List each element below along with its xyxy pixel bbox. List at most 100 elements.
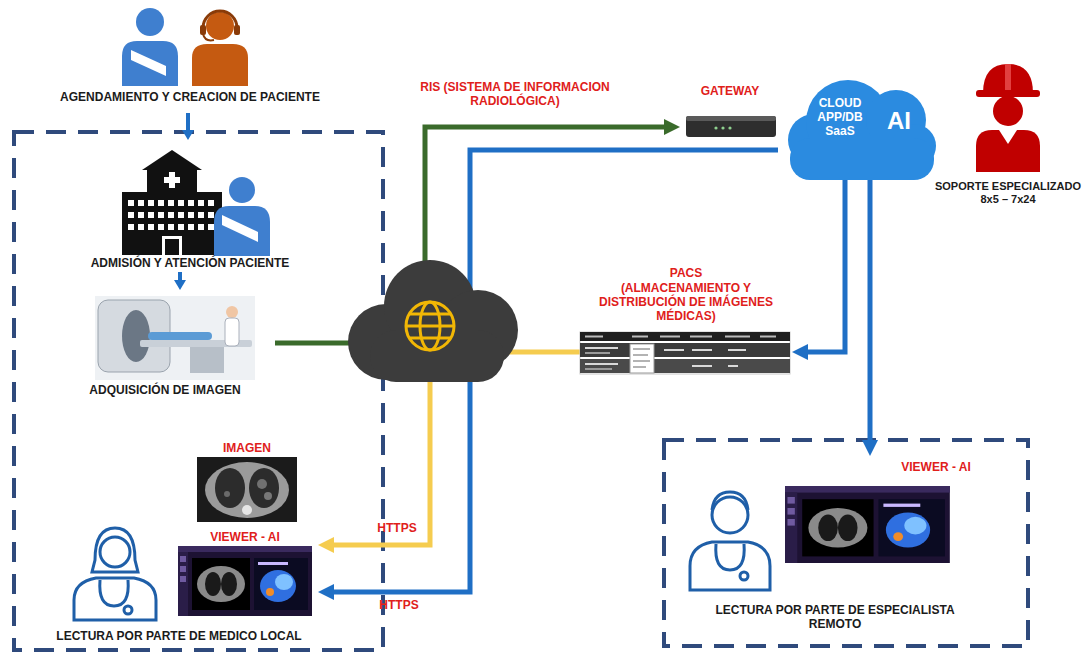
technician-head [226,306,238,318]
text-slot: IMAGEN [192,441,302,455]
patient-head [136,8,164,36]
dropdown-item [633,360,650,362]
worklist-cell [692,349,712,351]
worklist-cell [664,349,684,351]
cloud-shape [778,74,936,180]
dropdown-item [633,354,648,356]
headset [203,11,237,28]
node-text: (ALMACENAMIENTO Y DISTRIBUCIÓN DE IMÁGEN… [593,281,779,323]
stethoscope-head [124,606,132,614]
ct-lung [249,468,279,508]
hard-hat-ridge [1005,64,1011,90]
hospital-icon [122,150,222,255]
globe-parallel [410,337,450,340]
patient-body [122,41,178,86]
text-slot: ADQUISICIÓN DE IMAGEN [55,383,275,397]
stethoscope [716,544,744,570]
ct-body [205,462,289,518]
hospital-roof [142,150,202,170]
worklist-frame [580,332,790,374]
dropdown-item [633,366,646,368]
worklist-dropdown [630,344,654,373]
node-text: CLOUD APP/DB SaaS [808,96,872,138]
globe-equator [406,325,454,328]
support-worker-icon [976,64,1040,172]
worker-head [993,96,1023,126]
node-text: PACS [580,266,792,280]
worklist-cell [585,363,618,365]
viewer-screenshot [785,486,950,563]
doctor-head [712,497,748,533]
gateway-node: GATEWAY [680,82,780,140]
label-slot: HTTPS [374,521,420,535]
edge-label: HTTPS [376,598,422,612]
doctor-head [100,537,130,567]
node-text: AGENDAMIENTO Y CREACION DE PACIENTE [20,90,360,104]
globe-parallel [410,313,450,316]
ct-spot [224,491,230,497]
node-text: GATEWAY [680,84,780,98]
connector [186,113,190,130]
gateway-led [721,126,724,129]
cloud-base [790,138,934,180]
hard-hat-brim [976,90,1040,97]
worklist-cell [728,349,746,351]
ct-spot [257,479,267,489]
viewer-screenshot [178,546,312,616]
gateway-top [686,116,776,121]
gateway-led [714,126,717,129]
arm-sling [131,50,166,76]
hard-hat [983,64,1033,93]
ct-scanner [95,296,255,380]
remote-doctor-icon [690,492,770,590]
local-reading-node: IMAGENVIEWER - AILECTURA POR PARTE DE ME… [40,438,318,646]
dashed-border [14,132,383,650]
text-slot: LECTURA POR PARTE DE MEDICO LOCAL [40,629,318,643]
node-text: SOPORTE ESPECIALIZADO 8x5 – 7x24 [932,180,1084,206]
scanner-bore [122,310,150,362]
scanner-room [95,296,255,380]
text-slot: CLOUD APP/DB SaaS [808,96,872,138]
ct-spine [242,505,252,515]
connector [868,180,873,440]
node-text: VIEWER - AI [876,460,996,474]
worklist-cell [660,336,680,338]
stethoscope [100,580,128,606]
worklist-cell [728,365,738,367]
hospital-wing [122,192,222,255]
pacs-worklist-screenshot [580,332,790,374]
worklist-cell [585,336,603,338]
text-slot: GATEWAY [680,84,780,98]
scheduling-node: AGENDAMIENTO Y CREACION DE PACIENTE [20,6,360,113]
agent-icon [192,11,248,86]
internet-cloud [348,260,518,382]
connector [178,272,182,280]
scanner-base [190,347,224,373]
globe-symbol [406,302,454,350]
worklist-cell [760,336,776,338]
patient-icon [122,8,178,86]
node-text: LECTURA POR PARTE DE ESPECIALISTA REMOTO [704,603,966,631]
gateway-device [686,116,776,137]
dashed-border [664,440,1028,646]
agent-body [192,44,248,86]
worklist-cell [725,336,750,338]
text-slot: ADMISIÓN Y ATENCIÓN PACIENTE [70,256,310,270]
ct-spot [264,492,272,500]
pacs-node: PACS(ALMACENAMIENTO Y DISTRIBUCIÓN DE IM… [580,266,792,376]
dropdown-item [633,348,650,350]
text-slot: VIEWER - AI [876,460,996,474]
hospital-cross [164,177,180,183]
technician-body [225,318,239,346]
globe-outline [406,302,454,350]
ct-lung [215,468,245,508]
hospital-door-frame [162,236,182,255]
doctor-body [690,542,770,590]
node-text: ADMISIÓN Y ATENCIÓN PACIENTE [70,256,310,270]
cloud-saas-node: CLOUD APP/DB SaaSAI [778,74,936,180]
text-slot: LECTURA POR PARTE DE ESPECIALISTA REMOTO [704,603,966,631]
patient-body [214,206,270,256]
worklist-row [580,343,790,357]
admission-node: ADMISIÓN Y ATENCIÓN PACIENTE [70,140,310,272]
worklist-cell [585,347,618,349]
